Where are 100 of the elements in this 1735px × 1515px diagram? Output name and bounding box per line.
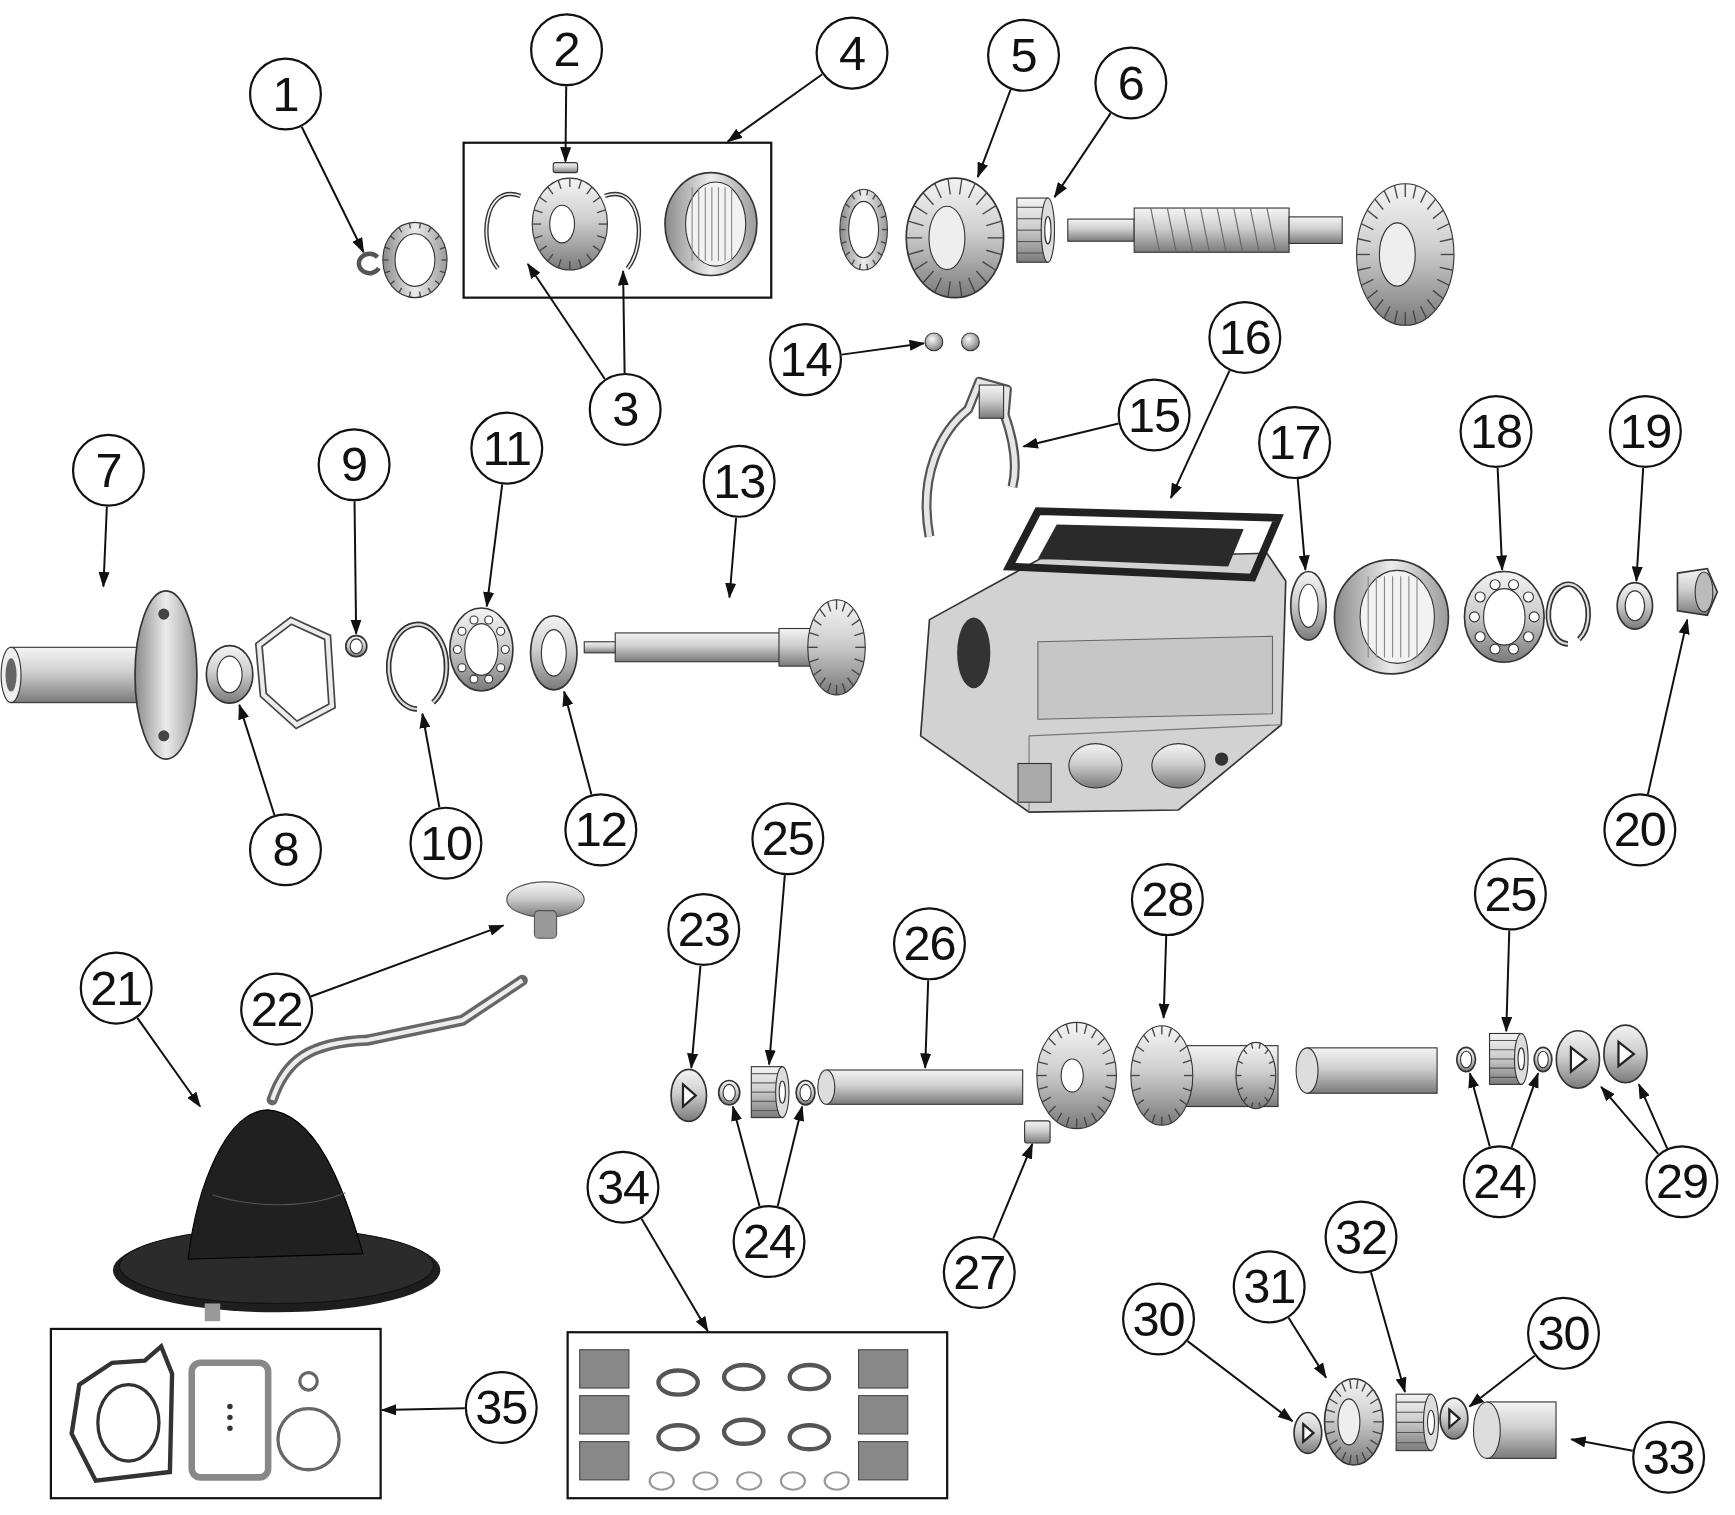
leader-line — [136, 1016, 202, 1108]
seal-drawing — [204, 644, 255, 705]
leader-line — [1570, 1436, 1634, 1452]
parts-group-frame — [462, 141, 773, 299]
thrust-washer-drawing — [1554, 1029, 1602, 1090]
callout-number: 12 — [564, 793, 638, 867]
gasket-set-box — [49, 1327, 382, 1500]
leader-line — [1510, 1072, 1540, 1149]
washer-drawing — [1289, 569, 1328, 642]
callout-number: 24 — [1462, 1145, 1536, 1219]
leader-line — [380, 1404, 466, 1416]
leader-line — [1468, 1354, 1536, 1408]
callout-number: 7 — [71, 433, 145, 507]
retaining-ring-drawing — [356, 252, 383, 277]
leader-line — [562, 690, 593, 796]
leader-line — [1158, 935, 1170, 1020]
shifting-key-drawing — [551, 161, 579, 174]
leader-line — [1296, 478, 1310, 571]
callout-number: 19 — [1608, 395, 1682, 469]
leader-line — [1496, 467, 1508, 571]
leader-line — [98, 505, 110, 588]
washer-drawing — [794, 1078, 817, 1107]
leader-line — [1501, 929, 1513, 1033]
leader-line — [526, 263, 606, 381]
callout-number: 5 — [987, 18, 1061, 92]
washer-drawing — [717, 1078, 742, 1107]
thrust-washer-drawing — [1438, 1396, 1470, 1441]
callout-number: 15 — [1117, 378, 1191, 452]
leader-line — [776, 1105, 805, 1208]
leader-line — [640, 1217, 709, 1333]
thrust-washer-drawing — [669, 1067, 709, 1124]
leader-line — [419, 712, 441, 809]
ball-bearing-drawing — [1462, 569, 1546, 664]
ball-drawing — [923, 331, 944, 352]
key-drawing — [1023, 1119, 1052, 1145]
leader-line — [731, 1105, 761, 1208]
callout-number: 13 — [702, 444, 776, 518]
callout-number: 23 — [667, 892, 741, 966]
callout-number: 21 — [79, 951, 153, 1025]
leader-line — [1637, 1083, 1669, 1150]
leader-line — [560, 85, 572, 163]
callout-number: 25 — [751, 802, 825, 876]
washer-drawing — [1532, 1045, 1554, 1074]
callout-number: 30 — [1122, 1282, 1196, 1356]
shift-boot-drawing — [110, 1106, 443, 1323]
callout-number: 31 — [1232, 1250, 1306, 1324]
callout-number: 14 — [769, 323, 843, 397]
callout-number: 1 — [248, 57, 322, 131]
leader-line — [1169, 369, 1231, 499]
callout-number: 4 — [815, 16, 889, 90]
callout-number: 2 — [530, 13, 604, 87]
leader-line — [617, 270, 629, 374]
washer-drawing — [344, 634, 369, 659]
callout-number: 26 — [892, 907, 966, 981]
leader-line — [726, 73, 824, 143]
callout-number: 3 — [588, 372, 662, 446]
leader-line — [764, 874, 786, 1066]
leader-line — [920, 979, 932, 1069]
leader-line — [238, 703, 276, 816]
leader-line — [1600, 1085, 1660, 1155]
leader-line — [309, 924, 505, 998]
callout-number: 25 — [1473, 857, 1547, 931]
callout-number: 18 — [1459, 395, 1533, 469]
thrust-washer-drawing — [1602, 1023, 1649, 1085]
leader-line — [1287, 1316, 1328, 1379]
input-shaft-drawing — [584, 597, 867, 698]
callout-number: 35 — [464, 1370, 538, 1444]
shift-knob-drawing — [503, 879, 587, 941]
callout-number: 27 — [942, 1235, 1016, 1309]
ball-bearing-drawing — [448, 606, 515, 693]
callout-number: 6 — [1094, 46, 1168, 120]
leader-line — [1369, 1271, 1407, 1394]
callout-number: 34 — [586, 1150, 660, 1224]
callout-number: 11 — [470, 411, 544, 485]
parts-kit-box — [566, 1331, 949, 1500]
leader-line — [483, 483, 504, 608]
washer-drawing — [1455, 1045, 1478, 1074]
thrust-washer-drawing — [1292, 1410, 1324, 1456]
callout-number: 24 — [732, 1205, 806, 1278]
washer-drawing — [1615, 580, 1655, 631]
gear-drawing — [1323, 1377, 1385, 1467]
leader-line — [1631, 467, 1645, 582]
callout-number: 17 — [1258, 406, 1332, 480]
leader-line — [840, 339, 926, 356]
gear-drawing — [905, 177, 1005, 299]
leader-line — [687, 964, 702, 1069]
callout-number: 20 — [1603, 793, 1677, 867]
leader-line — [976, 88, 1012, 179]
leader-line — [1186, 1340, 1294, 1423]
leader-line — [1468, 1072, 1491, 1148]
callout-number: 28 — [1130, 863, 1204, 937]
leader-line — [1022, 422, 1120, 449]
callout-number: 32 — [1324, 1200, 1398, 1274]
leader-line — [300, 125, 365, 254]
callout-number: 10 — [409, 806, 483, 880]
washer-drawing — [528, 614, 579, 692]
leader-line — [992, 1143, 1034, 1240]
callout-number: 29 — [1645, 1145, 1719, 1219]
leader-line — [725, 516, 738, 599]
callout-number: 16 — [1208, 300, 1282, 374]
